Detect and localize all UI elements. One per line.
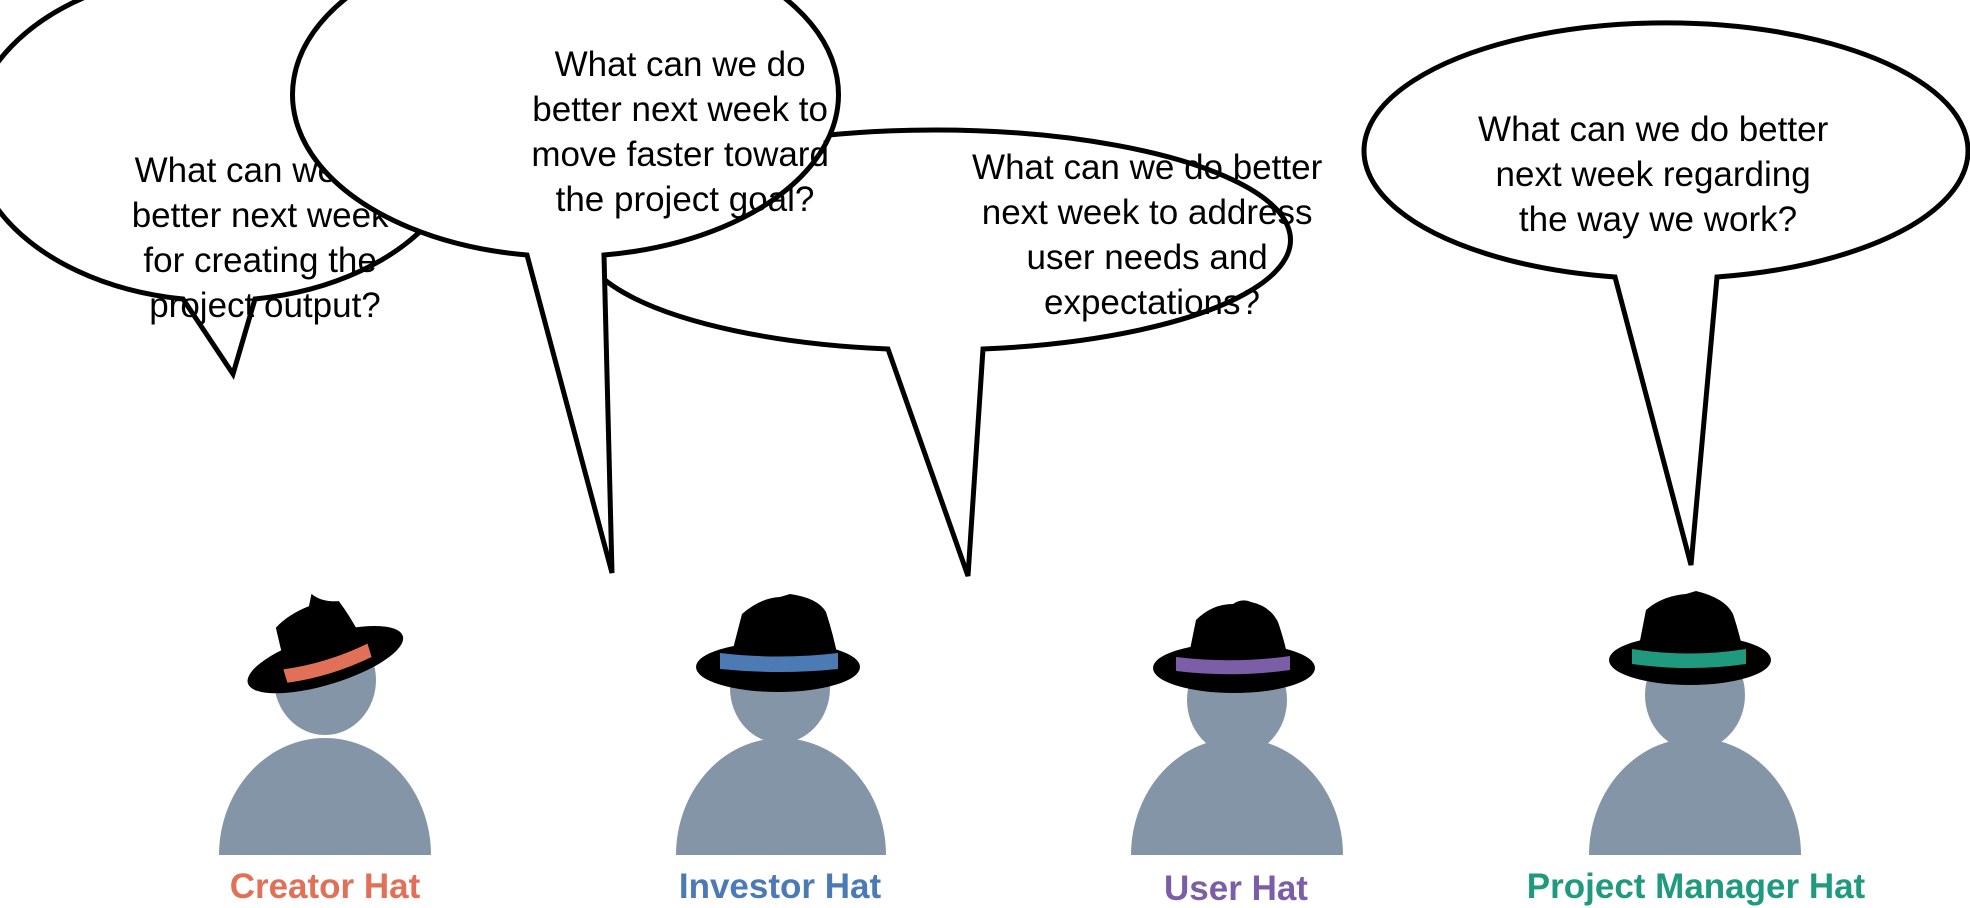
creator-hat-label: Creator Hat [230,867,421,906]
hat-band [720,653,838,672]
hat-band [283,643,372,683]
user-hat-label: User Hat [1164,869,1308,908]
person-body [219,738,431,855]
investor-hat-label: Investor Hat [679,867,882,906]
project-manager-hat-label: Project Manager Hat [1527,867,1866,906]
creator-figure [219,593,431,855]
person-body [676,738,886,855]
user-speech-bubble: What can we do better next week to addre… [578,127,1332,577]
investor-question: What can we do better next week to move … [531,45,838,219]
person-body [1589,738,1801,855]
project-manager-question: What can we do better next week regardin… [1478,110,1838,239]
user-question: What can we do better next week to addre… [972,148,1332,322]
investor-figure [676,594,886,855]
project-manager-speech-bubble: What can we do better next week regardin… [1361,20,1970,566]
user-figure [1131,600,1343,855]
hat-band [1632,649,1746,668]
project-manager-figure [1589,591,1801,855]
fedora-hat-icon [247,593,404,694]
investor-speech-bubble: What can we do better next week to move … [290,0,841,574]
hat-band [1176,656,1290,675]
person-body [1131,738,1343,855]
